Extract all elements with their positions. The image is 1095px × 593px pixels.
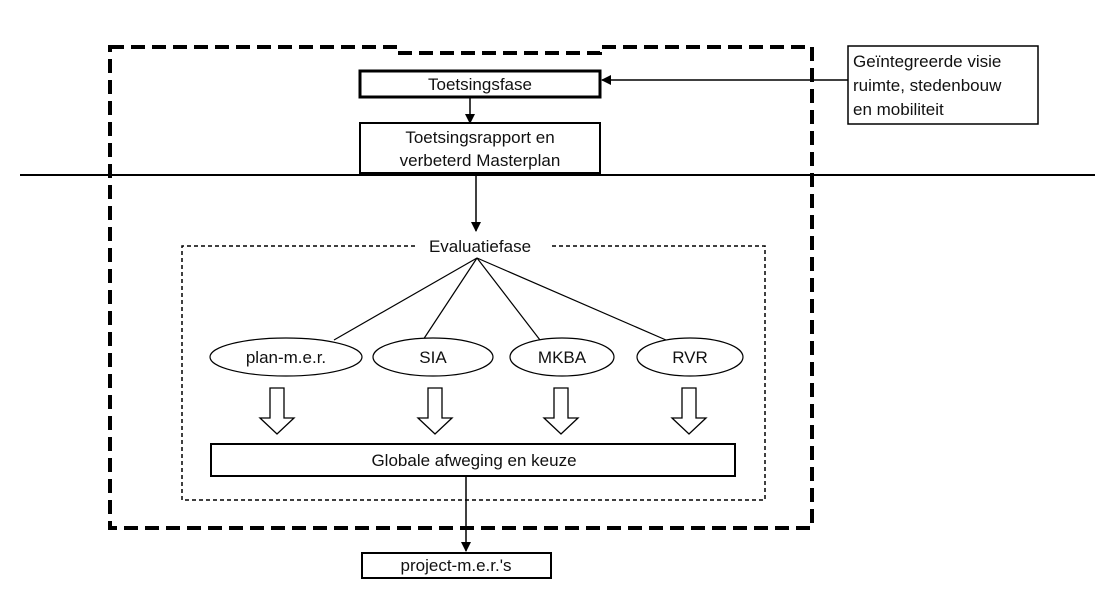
integrated-vision-line3: en mobiliteit (853, 100, 944, 119)
instrument-mkba-label: MKBA (538, 348, 587, 367)
link-evaluatie-planmer (333, 257, 478, 341)
block-arrow-planmer (258, 387, 296, 435)
instrument-mkba-ellipse (509, 337, 615, 377)
instrument-sia-ellipse (372, 337, 494, 377)
link-evaluatie-mkba (476, 257, 541, 341)
globale-afweging-label: Globale afweging en keuze (371, 451, 576, 470)
toetsingsfase-box (358, 69, 602, 99)
block-arrow-mkba (542, 387, 580, 435)
integrated-vision-line1: Geïntegreerde visie (853, 52, 1001, 71)
toetsingsrapport-label-line2: verbeterd Masterplan (400, 151, 561, 170)
instrument-planmer-ellipse (209, 337, 363, 377)
block-arrow-sia (416, 387, 454, 435)
evaluatiefase-label: Evaluatiefase (429, 237, 531, 256)
project-mer-box (361, 552, 552, 579)
globale-afweging-box (210, 443, 736, 477)
toetsingsrapport-label-line1: Toetsingsrapport en (405, 128, 554, 147)
toetsingsrapport-box (359, 122, 601, 174)
instrument-rvr-label: RVR (672, 348, 708, 367)
integrated-vision-box (847, 45, 1039, 125)
evaluatiefase-dotted-box (181, 245, 766, 501)
outer-dashed-boundary (108, 45, 814, 530)
link-evaluatie-sia (422, 257, 478, 341)
instrument-sia-label: SIA (419, 348, 447, 367)
instrument-rvr-ellipse (636, 337, 744, 377)
toetsingsfase-label: Toetsingsfase (428, 75, 532, 94)
block-arrow-rvr (670, 387, 708, 435)
instrument-planmer-label: plan-m.e.r. (246, 348, 326, 367)
project-mer-label: project-m.e.r.'s (401, 556, 512, 575)
link-evaluatie-rvr (476, 257, 667, 341)
integrated-vision-line2: ruimte, stedenbouw (853, 76, 1002, 95)
